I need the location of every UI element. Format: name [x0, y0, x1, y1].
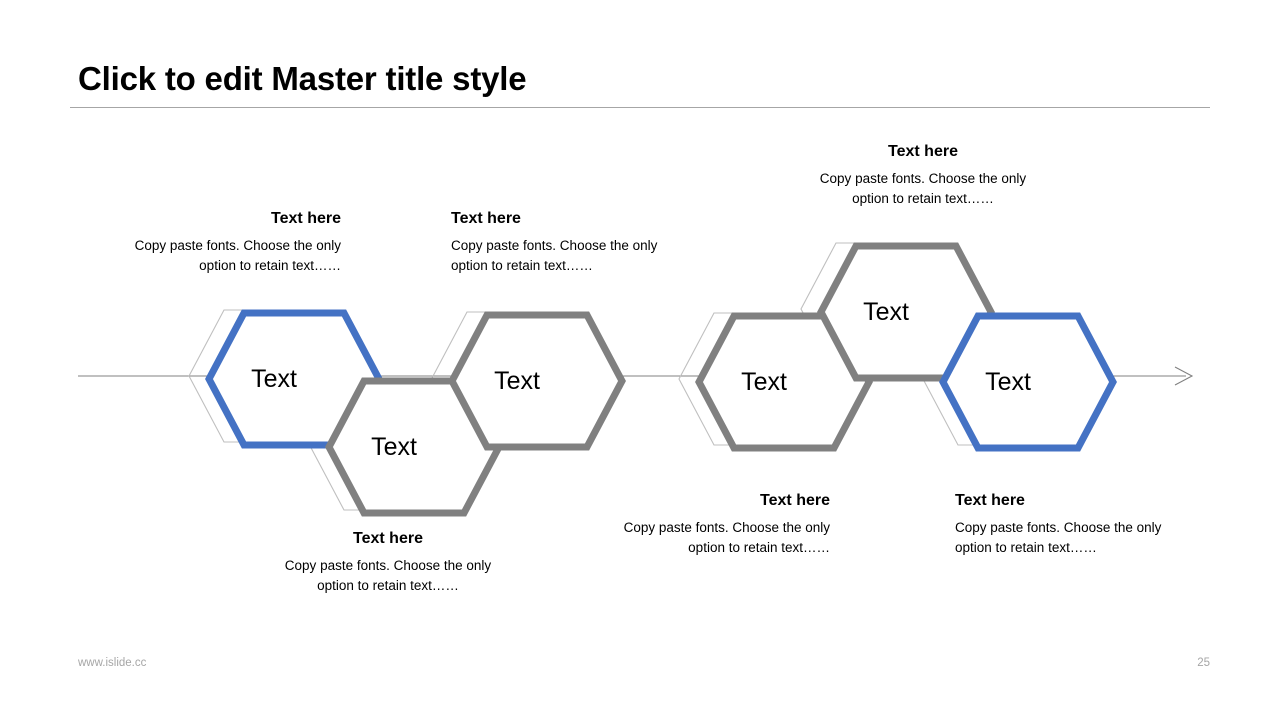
caption-title: Text here — [353, 530, 423, 547]
slide-number: 25 — [1197, 657, 1210, 669]
hexagon-node-3 — [448, 311, 626, 451]
caption-title: Text here — [271, 210, 341, 227]
caption-block-3: Text here Copy paste fonts. Choose the o… — [809, 141, 1037, 209]
footer-website: www.islide.cc — [78, 657, 147, 669]
caption-body: Copy paste fonts. Choose the only option… — [623, 520, 830, 555]
caption-block-5: Text here Copy paste fonts. Choose the o… — [602, 490, 830, 558]
caption-block-6: Text here Copy paste fonts. Choose the o… — [955, 490, 1183, 558]
page-title: Click to edit Master title style — [78, 60, 527, 97]
hexagon-node-6 — [939, 312, 1117, 452]
caption-title: Text here — [451, 210, 521, 227]
caption-body: Copy paste fonts. Choose the only option… — [134, 238, 341, 273]
caption-title: Text here — [760, 492, 830, 509]
caption-body: Copy paste fonts. Choose the only option… — [451, 238, 658, 273]
hexagon-nodes — [205, 242, 1117, 517]
caption-body: Copy paste fonts. Choose the only option… — [955, 520, 1162, 555]
caption-title: Text here — [955, 492, 1025, 509]
caption-block-2: Text here Copy paste fonts. Choose the o… — [451, 208, 679, 276]
caption-title: Text here — [888, 143, 958, 160]
caption-body: Copy paste fonts. Choose the only option… — [284, 558, 492, 593]
title-divider — [70, 107, 1210, 108]
caption-block-4: Text here Copy paste fonts. Choose the o… — [274, 528, 502, 596]
caption-block-1: Text here Copy paste fonts. Choose the o… — [113, 208, 341, 276]
caption-body: Copy paste fonts. Choose the only option… — [819, 171, 1027, 206]
